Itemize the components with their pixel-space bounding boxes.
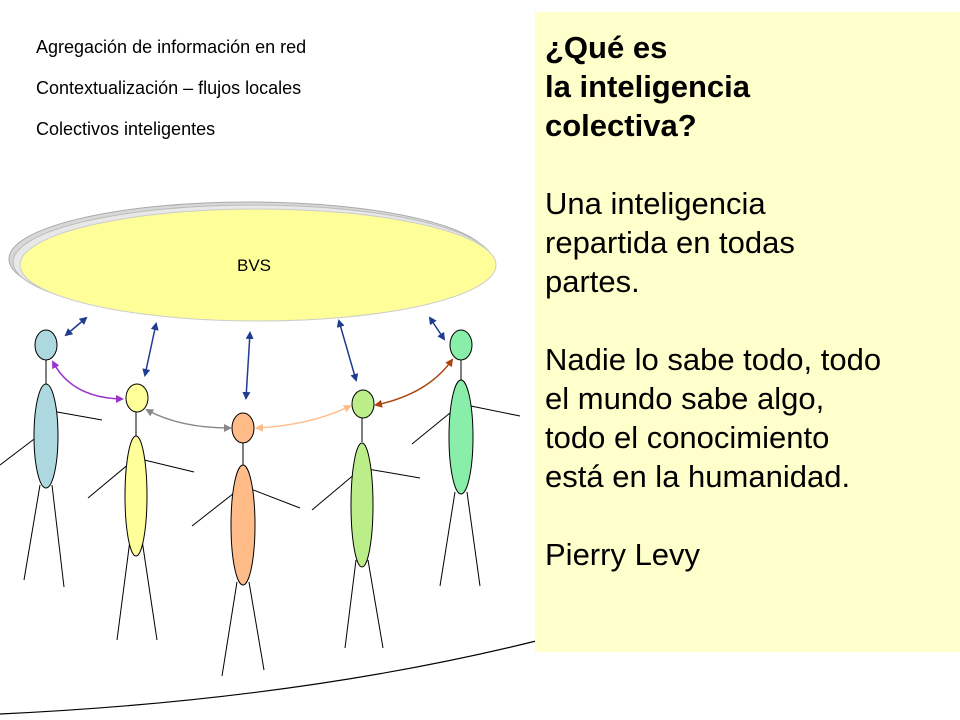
link-4-5 bbox=[374, 358, 454, 408]
person-4 bbox=[311, 389, 421, 649]
person-1 bbox=[0, 329, 103, 588]
definition-line: partes. bbox=[545, 264, 640, 299]
hub-arrow-3 bbox=[242, 331, 254, 400]
person-2-head bbox=[125, 383, 149, 413]
hub-arrow-4 bbox=[336, 319, 359, 382]
topic-item: Agregación de información en red bbox=[36, 37, 307, 57]
statement-line: el mundo sabe algo, bbox=[545, 381, 825, 416]
person-1-head bbox=[34, 329, 58, 361]
link-3-4 bbox=[255, 405, 352, 432]
person-1-body bbox=[33, 383, 59, 489]
person-3 bbox=[191, 412, 301, 677]
person-2-body bbox=[124, 435, 148, 557]
quote-title-line: la inteligencia bbox=[545, 69, 751, 104]
topics-list: Agregación de información en red Context… bbox=[36, 34, 306, 157]
person-4-head bbox=[351, 389, 375, 419]
topic-item: Contextualización – flujos locales bbox=[36, 78, 302, 98]
quote-panel: ¿Qué es la inteligencia colectiva? Una i… bbox=[535, 12, 960, 652]
hub-arrow-1 bbox=[64, 316, 88, 337]
hub-arrow-5 bbox=[428, 316, 446, 341]
person-5 bbox=[411, 329, 521, 587]
person-5-body bbox=[448, 379, 474, 495]
statement-line: todo el conocimiento bbox=[545, 420, 830, 455]
bvs-hub: BVS bbox=[8, 201, 497, 322]
ground-curve bbox=[0, 639, 541, 715]
definition-line: repartida en todas bbox=[545, 225, 795, 260]
statement-line: Nadie lo sabe todo, todo bbox=[545, 342, 882, 377]
definition-line: Una inteligencia bbox=[545, 186, 766, 221]
hub-label: BVS bbox=[237, 256, 271, 275]
person-4-body bbox=[350, 442, 374, 568]
person-2 bbox=[87, 383, 195, 641]
hub-arrow-2 bbox=[142, 322, 159, 377]
person-3-body bbox=[230, 464, 256, 586]
person-5-head bbox=[449, 329, 473, 361]
hub-links bbox=[64, 316, 446, 400]
topic-item: Colectivos inteligentes bbox=[36, 119, 216, 139]
link-1-2 bbox=[52, 360, 124, 403]
quote-title-line: ¿Qué es bbox=[545, 30, 668, 65]
quote-title-line: colectiva? bbox=[545, 108, 697, 143]
statement-line: está en la humanidad. bbox=[545, 459, 851, 494]
link-2-3 bbox=[145, 409, 232, 432]
quote-author: Pierry Levy bbox=[545, 537, 701, 572]
person-3-head bbox=[231, 412, 255, 444]
